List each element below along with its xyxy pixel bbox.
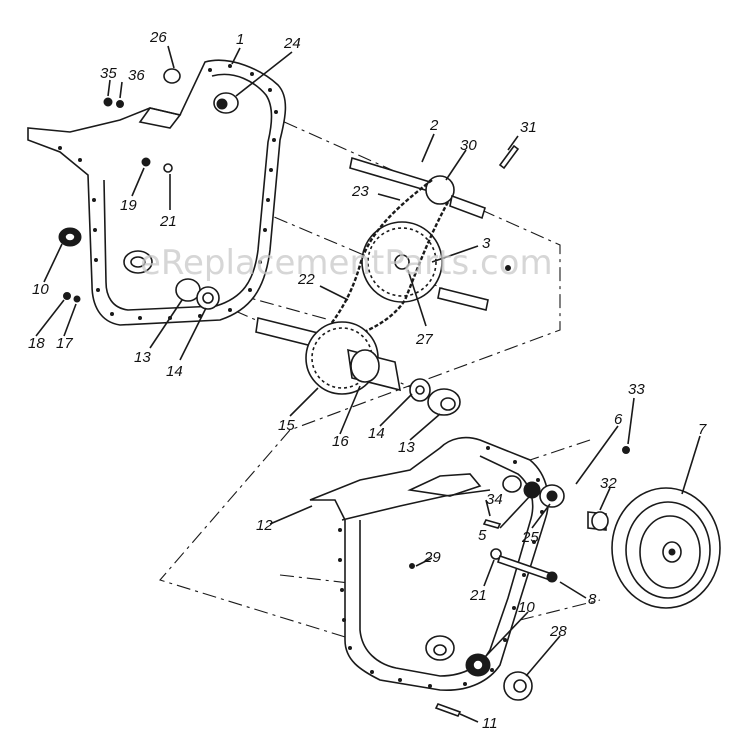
nut-18 bbox=[63, 292, 71, 300]
drive-chain bbox=[317, 179, 450, 341]
shaft-3 bbox=[437, 287, 489, 311]
callout-14-right: 14 bbox=[368, 425, 385, 442]
washer-14b bbox=[409, 378, 431, 402]
callout-21-right: 21 bbox=[469, 587, 487, 604]
washer-21b bbox=[490, 548, 502, 560]
bearing-5 bbox=[523, 481, 541, 499]
pulley-7 bbox=[611, 487, 721, 609]
callout-15: 15 bbox=[278, 417, 295, 434]
key-30 bbox=[449, 194, 486, 220]
washer-14 bbox=[196, 286, 220, 310]
lower-shaft-assembly bbox=[255, 317, 461, 416]
callout-11: 11 bbox=[482, 715, 498, 732]
pin-31 bbox=[498, 144, 520, 170]
callout-1: 1 bbox=[236, 31, 244, 48]
callout-25: 25 bbox=[521, 529, 539, 546]
callout-6: 6 bbox=[614, 411, 623, 428]
callout-30: 30 bbox=[460, 137, 477, 154]
callout-28: 28 bbox=[549, 623, 567, 640]
left-housing-hardware bbox=[58, 68, 239, 310]
callout-16: 16 bbox=[332, 433, 349, 450]
right-housing-hardware bbox=[409, 446, 630, 717]
washer-17 bbox=[73, 295, 81, 303]
callout-29: 29 bbox=[423, 549, 441, 566]
callout-10-left: 10 bbox=[32, 281, 49, 298]
callout-8: 8 bbox=[588, 591, 597, 608]
right-housing-bolt-holes bbox=[338, 446, 544, 688]
washer-36 bbox=[116, 100, 124, 108]
callout-21-left: 21 bbox=[159, 213, 177, 230]
callout-35: 35 bbox=[100, 65, 117, 82]
callout-14-left: 14 bbox=[166, 363, 183, 380]
seal-26 bbox=[163, 68, 181, 84]
bolt-34 bbox=[482, 519, 502, 529]
callout-34: 34 bbox=[486, 491, 503, 508]
screw-11 bbox=[434, 703, 462, 717]
callout-12: 12 bbox=[256, 517, 273, 534]
callout-23: 23 bbox=[351, 183, 369, 200]
callout-33: 33 bbox=[628, 381, 645, 398]
washer-21 bbox=[163, 163, 173, 173]
callout-5: 5 bbox=[478, 527, 487, 544]
screw-33 bbox=[622, 446, 630, 454]
housing-axle-bore bbox=[123, 250, 153, 274]
callout-36: 36 bbox=[128, 67, 145, 84]
pin-29 bbox=[409, 563, 415, 569]
callout-2: 2 bbox=[429, 117, 439, 134]
callout-13-right: 13 bbox=[398, 439, 415, 456]
watermark-text: eReplacementParts.com bbox=[140, 243, 553, 283]
leader-lines bbox=[35, 45, 701, 723]
callout-18: 18 bbox=[28, 335, 45, 352]
callout-26: 26 bbox=[149, 29, 167, 46]
callout-7: 7 bbox=[698, 421, 707, 438]
callout-3: 3 bbox=[482, 235, 491, 252]
left-housing bbox=[27, 59, 287, 326]
cap-28 bbox=[503, 671, 533, 701]
middle-sprocket bbox=[361, 221, 511, 311]
small-sprocket bbox=[425, 175, 455, 205]
callout-32: 32 bbox=[600, 475, 617, 492]
callout-24: 24 bbox=[283, 35, 301, 52]
callout-19: 19 bbox=[120, 197, 137, 214]
callout-13-left: 13 bbox=[134, 349, 151, 366]
upper-shaft-assembly bbox=[349, 144, 520, 220]
right-axle-bore bbox=[425, 635, 455, 661]
callout-22: 22 bbox=[297, 271, 315, 288]
nut-35 bbox=[103, 97, 113, 107]
callout-27: 27 bbox=[415, 331, 433, 348]
nut-19 bbox=[141, 157, 151, 167]
callout-31: 31 bbox=[520, 119, 537, 136]
callout-labels: 1 2 3 5 6 7 8 10 10 11 12 13 13 14 14 15… bbox=[28, 29, 707, 732]
housing-bolt-holes bbox=[58, 64, 278, 320]
callout-10-right: 10 bbox=[518, 599, 535, 616]
callout-17: 17 bbox=[56, 335, 73, 352]
